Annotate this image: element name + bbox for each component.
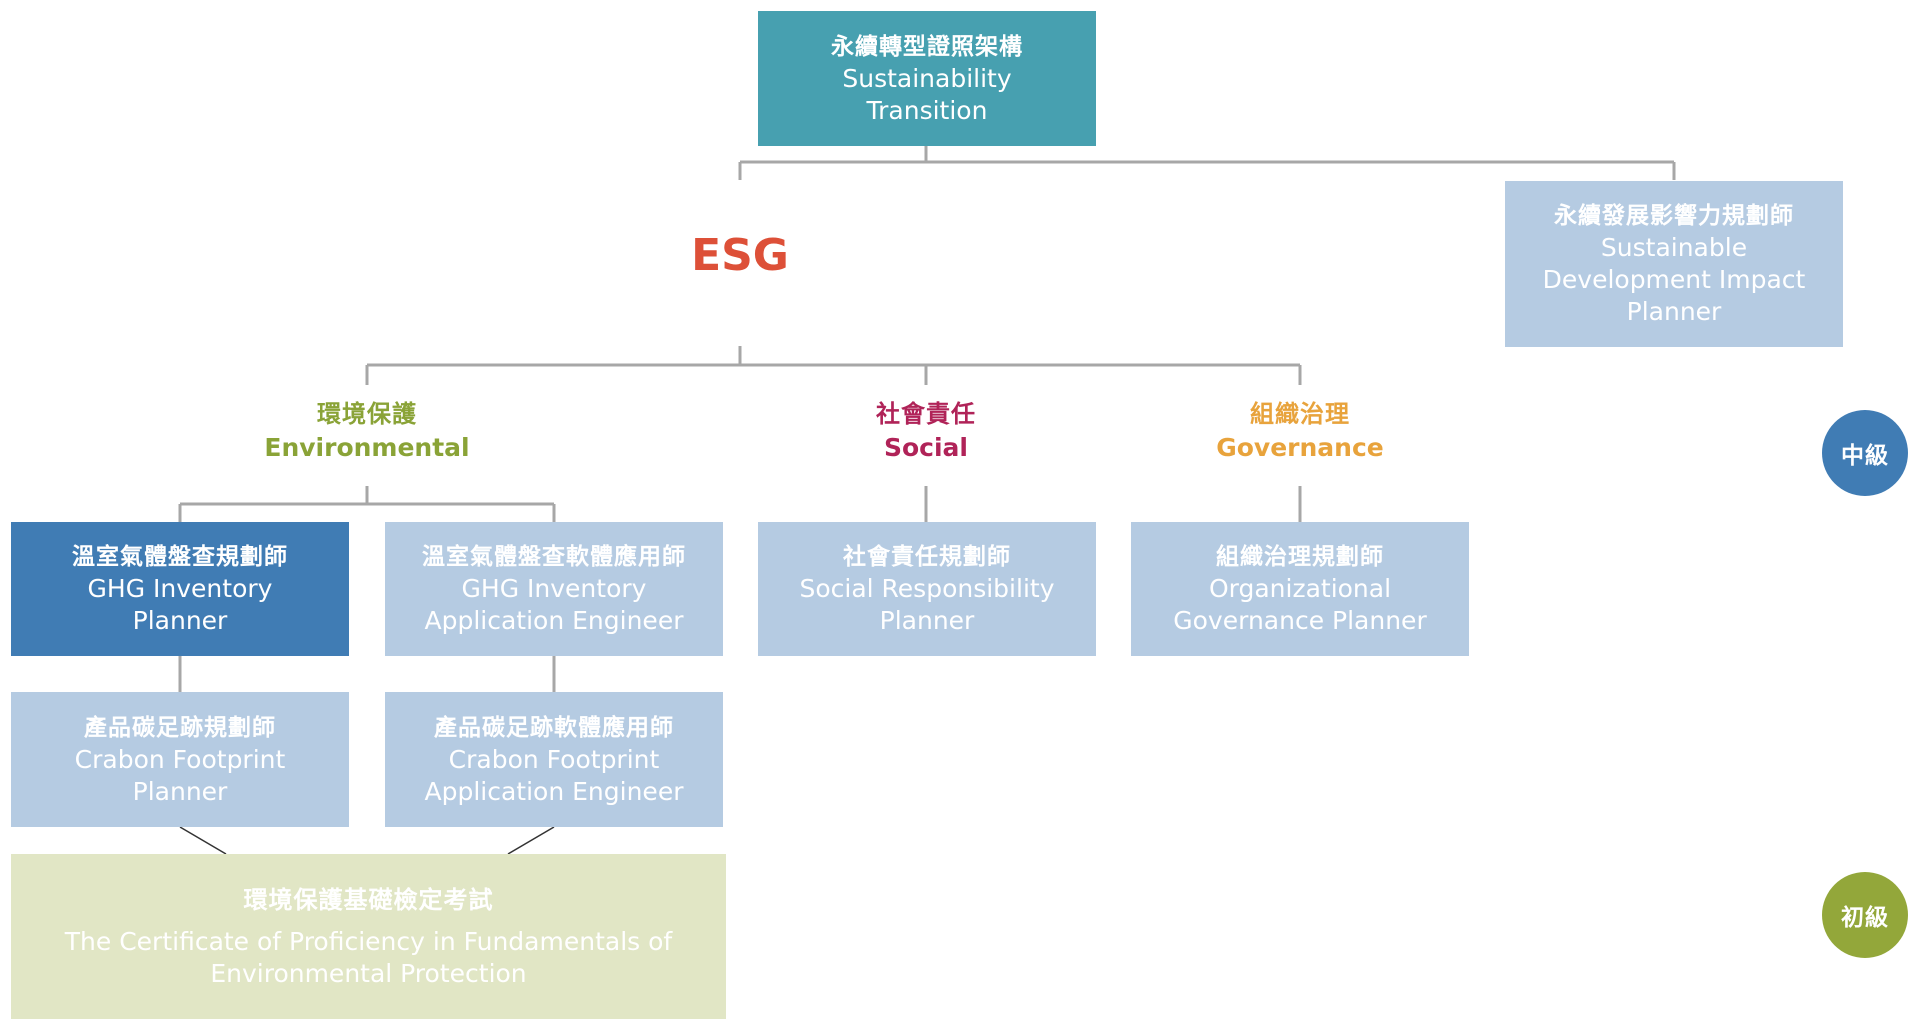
- carbon-footprint-planner-box: 產品碳足跡規劃師 Crabon Footprint Planner: [11, 692, 349, 827]
- governance-planner-zh: 組織治理規劃師: [1216, 544, 1384, 570]
- ghg-inventory-engineer-box: 溫室氣體盤查軟體應用師 GHG Inventory Application En…: [385, 522, 723, 656]
- certificate-en: The Certificate of Proficiency in Fundam…: [64, 926, 673, 988]
- carbon-footprint-engineer-box: 產品碳足跡軟體應用師 Crabon Footprint Application …: [385, 692, 723, 827]
- pillar-environmental: 環境保護 Environmental: [217, 397, 517, 465]
- sdi-planner-box: 永續發展影響力規劃師 Sustainable Development Impac…: [1505, 181, 1843, 347]
- ghg-engineer-en: GHG Inventory Application Engineer: [424, 574, 684, 635]
- cfp-planner-en: Crabon Footprint Planner: [74, 744, 286, 806]
- sustainability-transition-box: 永續轉型證照架構 Sustainability Transition: [758, 11, 1096, 146]
- top-title-zh: 永續轉型證照架構: [831, 33, 1023, 60]
- sdi-title-zh: 永續發展影響力規劃師: [1554, 203, 1794, 229]
- fundamentals-certificate-box: 環境保護基礎檢定考試 The Certificate of Proficienc…: [11, 854, 726, 1019]
- pillar-social: 社會責任 Social: [776, 397, 1076, 465]
- ghg-inventory-planner-box: 溫室氣體盤查規劃師 GHG Inventory Planner: [11, 522, 349, 656]
- certificate-zh: 環境保護基礎檢定考試: [243, 885, 494, 914]
- pillar-social-en: Social: [883, 433, 968, 462]
- pillar-governance-zh: 組織治理: [1250, 400, 1350, 428]
- ghg-engineer-zh: 溫室氣體盤查軟體應用師: [422, 544, 686, 570]
- social-planner-zh: 社會責任規劃師: [843, 544, 1011, 570]
- pillar-governance-en: Governance: [1216, 433, 1384, 462]
- cfp-engineer-en: Crabon Footprint Application Engineer: [424, 744, 684, 806]
- pillar-social-zh: 社會責任: [876, 400, 976, 428]
- top-title-en: Sustainability Transition: [842, 63, 1012, 125]
- cfp-engineer-zh: 產品碳足跡軟體應用師: [434, 714, 674, 741]
- cfp-planner-zh: 產品碳足跡規劃師: [84, 714, 276, 741]
- sdi-title-en: Sustainable Development Impact Planner: [1542, 233, 1806, 326]
- level-beginner-label: 初級: [1841, 905, 1889, 931]
- governance-planner-box: 組織治理規劃師 Organizational Governance Planne…: [1131, 522, 1469, 656]
- level-intermediate-label: 中級: [1841, 443, 1889, 469]
- governance-planner-en: Organizational Governance Planner: [1173, 574, 1427, 635]
- level-beginner-badge: 初級: [1822, 872, 1908, 958]
- pillar-environmental-zh: 環境保護: [317, 400, 417, 428]
- level-intermediate-badge: 中級: [1822, 410, 1908, 496]
- esg-label: ESG: [691, 230, 789, 281]
- pillar-governance: 組織治理 Governance: [1150, 397, 1450, 465]
- social-planner-en: Social Responsibility Planner: [799, 574, 1055, 635]
- ghg-planner-zh: 溫室氣體盤查規劃師: [72, 544, 288, 570]
- ghg-planner-en: GHG Inventory Planner: [87, 574, 273, 635]
- pillar-environmental-en: Environmental: [264, 433, 470, 462]
- social-responsibility-planner-box: 社會責任規劃師 Social Responsibility Planner: [758, 522, 1096, 656]
